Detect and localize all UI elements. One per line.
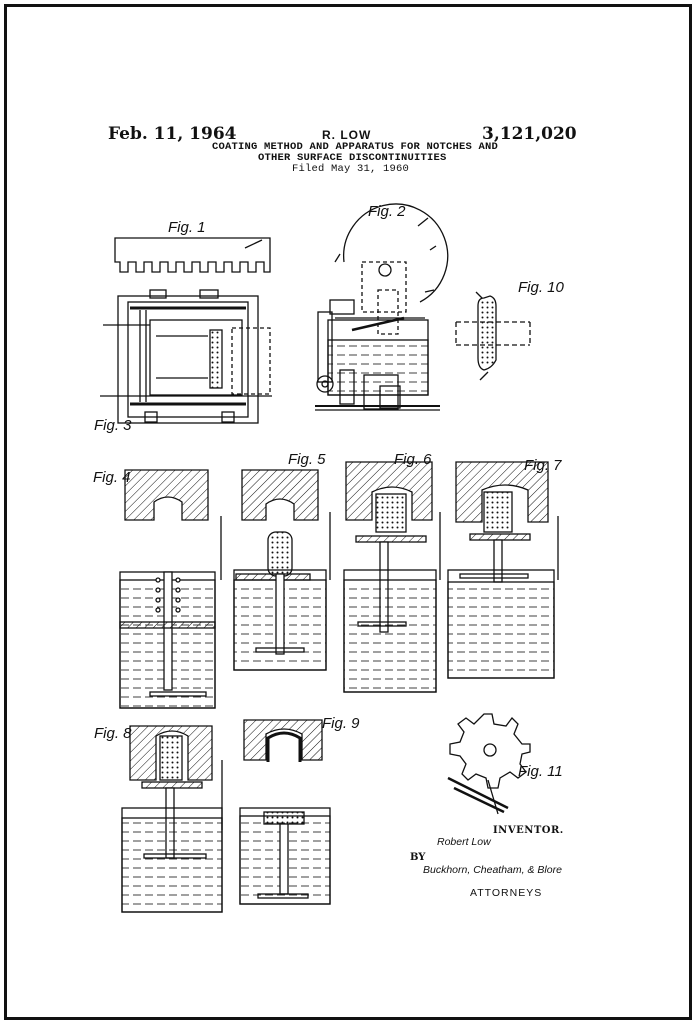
attorneys-names: Buckhorn, Cheatham, & Blore [423,864,562,876]
fig6-label: Fig. 6 [394,451,432,468]
fig5-label: Fig. 5 [288,451,326,468]
fig5-drawing [233,469,331,671]
fig9-label: Fig. 9 [322,715,360,732]
inventor-label: INVENTOR. [493,825,564,836]
fig6-drawing [343,461,441,693]
fig8-label: Fig. 8 [94,725,132,742]
fig7-label: Fig. 7 [524,457,562,474]
fig4-drawing [119,469,222,709]
fig1-label: Fig. 1 [168,219,206,236]
inventor-signature-name: Robert Low [437,836,491,848]
fig9-drawing [239,719,331,905]
inventor-name: R. LOW [322,128,372,142]
fig8-drawing [121,725,223,913]
fig10-drawing [455,291,531,381]
fig11-drawing [447,713,531,815]
fig3-drawing [100,289,272,424]
fig3-label: Fig. 3 [94,417,132,434]
fig4-label: Fig. 4 [93,469,131,486]
title-line-1: COATING METHOD AND APPARATUS FOR NOTCHES… [212,141,499,153]
filed-date: Filed May 31, 1960 [292,163,410,175]
title-line-2: OTHER SURFACE DISCONTINUITIES [258,152,447,164]
page-border [4,4,692,1020]
fig2-drawing [315,203,449,411]
fig7-drawing [447,461,559,679]
fig1-drawing [114,237,271,273]
by-label: BY [410,852,426,863]
fig10-label: Fig. 10 [518,279,565,296]
patent-date: Feb. 11, 1964 [108,124,237,144]
attorneys-label: ATTORNEYS [470,887,543,899]
fig2-label: Fig. 2 [368,203,406,220]
fig11-label: Fig. 11 [518,763,563,780]
patent-number: 3,121,020 [482,124,577,144]
